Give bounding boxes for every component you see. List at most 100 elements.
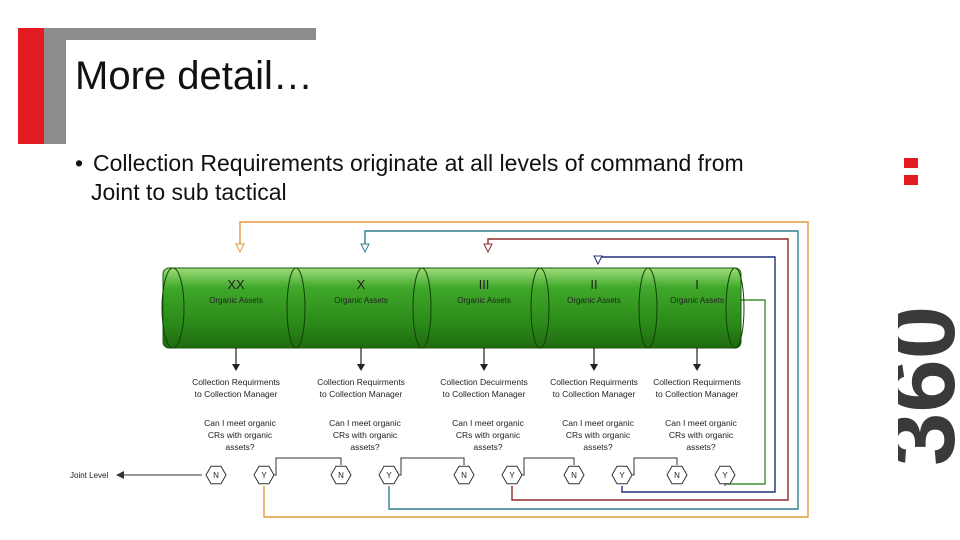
echelon-symbol: XX bbox=[227, 277, 245, 292]
down-arrowhead bbox=[590, 364, 598, 371]
requirement-line1: Collection Requirments bbox=[317, 377, 405, 387]
requirement-line2: to Collection Manager bbox=[195, 389, 278, 399]
joint-level-label: Joint Level bbox=[70, 471, 108, 480]
requirement-line1: Collection Requirments bbox=[653, 377, 741, 387]
echelon-symbol: I bbox=[695, 277, 699, 292]
yes-node-label: Y bbox=[386, 471, 392, 480]
no-node-label: N bbox=[461, 471, 467, 480]
yes-node-hexagon bbox=[253, 465, 275, 485]
question-line3: assets? bbox=[225, 442, 255, 452]
requirement-line2: to Collection Manager bbox=[553, 389, 636, 399]
question-line1: Can I meet organic bbox=[562, 418, 635, 428]
yes-node-hexagon bbox=[501, 465, 523, 485]
question-line1: Can I meet organic bbox=[452, 418, 525, 428]
organic-assets-label: Organic Assets bbox=[457, 296, 511, 305]
requirement-line2: to Collection Manager bbox=[320, 389, 403, 399]
loop-arrowhead-0 bbox=[235, 243, 245, 254]
bullet-marker: • bbox=[75, 150, 84, 176]
down-arrowhead bbox=[357, 364, 365, 371]
loop-arrowhead-2 bbox=[483, 243, 493, 254]
loop-line-1 bbox=[364, 230, 799, 510]
title-accent-gray-rule bbox=[44, 28, 316, 40]
feedback-loops bbox=[235, 221, 809, 518]
slide-title: More detail… bbox=[75, 54, 313, 98]
requirement-line1: Collection Requirments bbox=[192, 377, 280, 387]
logo-text: 360 bbox=[898, 306, 960, 466]
question-line2: CRs with organic bbox=[456, 430, 521, 440]
tube-segment-divider bbox=[638, 267, 658, 349]
echelon-symbol: X bbox=[357, 277, 366, 292]
no-node-label: N bbox=[338, 471, 344, 480]
no-node-hexagon bbox=[666, 465, 688, 485]
no-node-hexagon bbox=[330, 465, 352, 485]
logo-accent-dot bbox=[904, 158, 918, 168]
down-arrowhead bbox=[232, 364, 240, 371]
yes-node-hexagon bbox=[611, 465, 633, 485]
echelon-symbol: III bbox=[479, 277, 490, 292]
question-line2: CRs with organic bbox=[566, 430, 631, 440]
requirement-line2: to Collection Manager bbox=[443, 389, 526, 399]
title-accent-red-bar bbox=[18, 28, 44, 144]
organic-assets-label: Organic Assets bbox=[209, 296, 263, 305]
bullet-text-line2: Joint to sub tactical bbox=[91, 179, 287, 205]
yes-node-label: Y bbox=[509, 471, 515, 480]
question-line2: CRs with organic bbox=[333, 430, 398, 440]
question-line1: Can I meet organic bbox=[665, 418, 738, 428]
no-to-prev-connector bbox=[399, 457, 465, 476]
yes-node-hexagon bbox=[378, 465, 400, 485]
question-line3: assets? bbox=[686, 442, 716, 452]
joint-level-arrowhead bbox=[116, 471, 124, 479]
question-line1: Can I meet organic bbox=[204, 418, 277, 428]
bullet-text-line1: Collection Requirements originate at all… bbox=[93, 150, 744, 176]
requirement-line1: Collection Decuirments bbox=[440, 377, 527, 387]
down-arrowhead bbox=[693, 364, 701, 371]
echelon-symbol: II bbox=[590, 277, 597, 292]
yes-node-label: Y bbox=[619, 471, 625, 480]
yes-node-label: Y bbox=[722, 471, 728, 480]
requirement-line2: to Collection Manager bbox=[656, 389, 739, 399]
logo-360: 360 bbox=[898, 158, 960, 466]
joint-level-output: Joint Level bbox=[70, 471, 202, 480]
no-node-label: N bbox=[674, 471, 680, 480]
title-accent-gray-bar bbox=[44, 28, 66, 144]
no-node-label: N bbox=[213, 471, 219, 480]
loop-line-2 bbox=[487, 238, 789, 501]
no-node-hexagon bbox=[205, 465, 227, 485]
requirement-line1: Collection Requirments bbox=[550, 377, 638, 387]
loop-line-4 bbox=[724, 299, 766, 486]
bullet-point: • Collection Requirements originate at al… bbox=[75, 149, 895, 207]
organic-assets-label: Organic Assets bbox=[334, 296, 388, 305]
down-arrowhead bbox=[480, 364, 488, 371]
question-line3: assets? bbox=[350, 442, 380, 452]
logo-digits: 360 bbox=[898, 306, 960, 466]
loop-arrowhead-1 bbox=[360, 243, 370, 254]
loop-arrowhead-3 bbox=[593, 255, 603, 266]
loop-line-0 bbox=[239, 221, 809, 518]
no-node-hexagon bbox=[563, 465, 585, 485]
tube-end-cap bbox=[161, 267, 185, 349]
question-line1: Can I meet organic bbox=[329, 418, 402, 428]
organic-assets-label: Organic Assets bbox=[670, 296, 724, 305]
organic-assets-label: Organic Assets bbox=[567, 296, 621, 305]
no-to-prev-connector bbox=[632, 457, 678, 476]
yes-node-hexagon bbox=[714, 465, 736, 485]
tube-segment-divider bbox=[530, 267, 550, 349]
question-line2: CRs with organic bbox=[208, 430, 273, 440]
tube-segment-divider bbox=[286, 267, 306, 349]
tube-body bbox=[162, 267, 742, 349]
tube-segment-divider bbox=[412, 267, 432, 349]
question-line2: CRs with organic bbox=[669, 430, 734, 440]
tube-segment-divider bbox=[725, 267, 745, 349]
question-line3: assets? bbox=[473, 442, 503, 452]
no-to-prev-connector bbox=[274, 457, 342, 476]
logo-accent-dot bbox=[904, 175, 918, 185]
question-line3: assets? bbox=[583, 442, 613, 452]
echelon-tube bbox=[161, 267, 745, 349]
